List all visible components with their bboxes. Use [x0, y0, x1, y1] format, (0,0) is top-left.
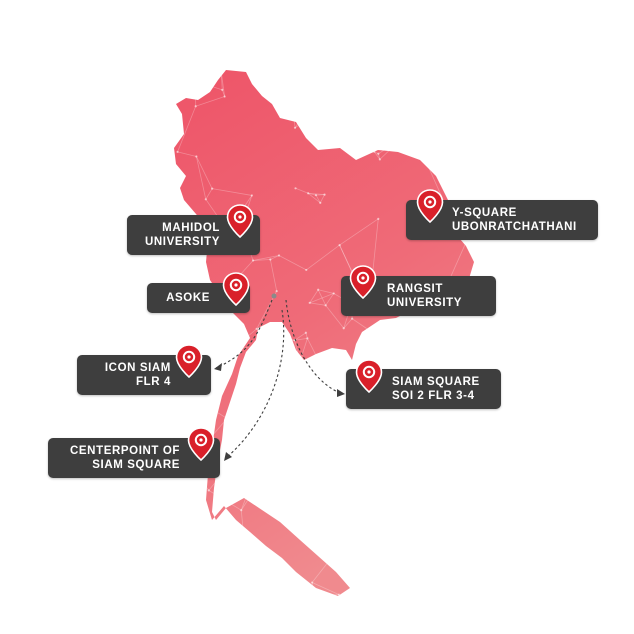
location-pin-icon[interactable] [175, 344, 203, 378]
location-pin-icon[interactable] [222, 272, 250, 306]
arrowhead-siamsquare [337, 389, 345, 397]
location-pin-icon[interactable] [226, 204, 254, 238]
location-line1: RANGSIT [387, 283, 443, 295]
country-shape [174, 70, 474, 596]
location-line2: UNIVERSITY [387, 297, 463, 309]
location-line2: FLR 4 [136, 376, 171, 388]
location-line2: SIAM SQUARE [92, 459, 180, 471]
location-pin-icon[interactable] [355, 359, 383, 393]
location-pin-icon[interactable] [349, 265, 377, 299]
location-line1: Y-SQUARE [452, 207, 517, 219]
location-pin-icon[interactable] [187, 427, 215, 461]
location-line2: SOI 2 FLR 3-4 [392, 390, 475, 402]
location-line1: CENTERPOINT OF [70, 445, 180, 457]
location-line1: SIAM SQUARE [392, 376, 480, 388]
arrowhead-iconsiam [214, 363, 222, 371]
bangkok-marker [271, 293, 277, 299]
location-line2: UNIVERSITY [144, 236, 220, 248]
route-siamsquare [285, 299, 341, 394]
route-iconsiam [215, 299, 273, 369]
location-line1: ICON SIAM [104, 362, 171, 374]
location-pin-icon[interactable] [416, 189, 444, 223]
location-line2: UBONRATCHATHANI [452, 221, 577, 233]
arrowhead-centerpoint [224, 452, 232, 461]
location-line1: ASOKE [166, 292, 210, 304]
location-line1: MAHIDOL [162, 222, 220, 234]
